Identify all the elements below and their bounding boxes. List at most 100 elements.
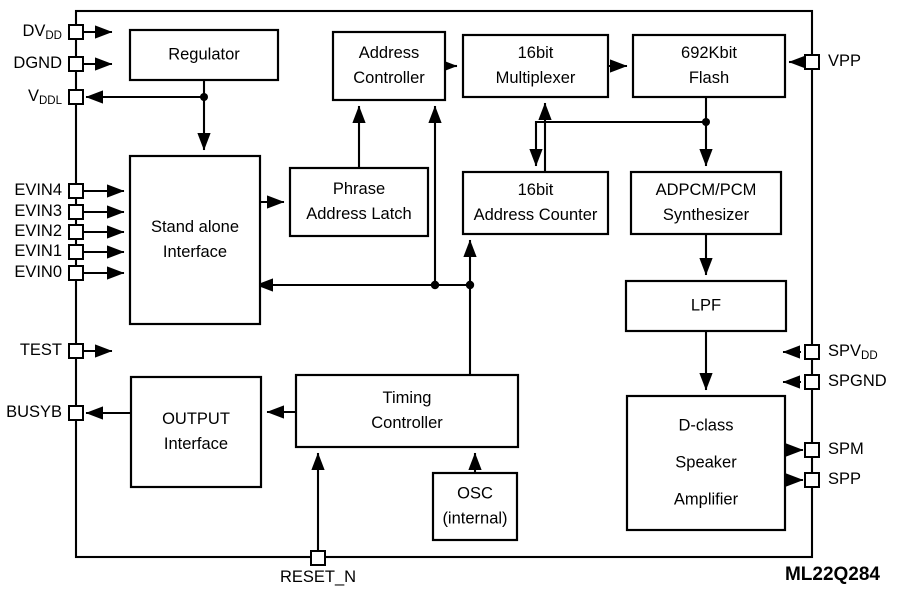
block-label-address-counter: Address Counter	[474, 206, 598, 224]
pin-label-busyb: BUSYB	[6, 403, 62, 421]
block-label-output-interface: Interface	[164, 435, 228, 453]
pin-pad-vddl[interactable]	[68, 89, 84, 105]
block-label-adpcm-synth: ADPCM/PCM	[656, 181, 757, 199]
pin-label-main-evin0: EVIN0	[14, 263, 62, 281]
pin-label-evin4: EVIN4	[14, 181, 62, 199]
block-label-phrase-latch: Phrase	[333, 180, 385, 198]
pin-label-main-spvdd: SPV	[828, 342, 861, 360]
pins-left-layer: DVDD DGND VDDL EVIN4EVIN3EVIN2EVIN1EVIN0TES…	[6, 22, 84, 421]
pin-label-vddl: VDDL	[28, 87, 63, 107]
block-label-stand-alone: Interface	[163, 243, 227, 261]
pin-label-spm: SPM	[828, 440, 864, 458]
pin-label-main-dgnd: DGND	[13, 54, 62, 72]
block-regulator: Regulator	[128, 28, 280, 82]
pin-label-evin2: EVIN2	[14, 222, 62, 240]
block-rect-stand-alone	[128, 154, 262, 326]
pin-label-main-evin2: EVIN2	[14, 222, 62, 240]
pin-label-reset_n: RESET_N	[280, 568, 356, 586]
pin-pad-vpp[interactable]	[804, 54, 820, 70]
pin-label-evin1: EVIN1	[14, 242, 62, 260]
block-lpf: LPF	[624, 279, 788, 333]
block-rect-regulator	[128, 28, 280, 82]
block-label-osc: OSC	[457, 484, 493, 502]
block-label-timing-controller: Timing	[383, 389, 432, 407]
pin-pad-evin3[interactable]	[68, 204, 84, 220]
pin-label-main-spgnd: SPGND	[828, 372, 887, 390]
pin-pad-spp[interactable]	[804, 472, 820, 488]
block-adpcm-synth: ADPCM/PCM Synthesizer	[629, 170, 783, 236]
pin-label-spgnd: SPGND	[828, 372, 887, 390]
block-label-stand-alone: Stand alone	[151, 218, 239, 236]
pin-label-main-evin3: EVIN3	[14, 202, 62, 220]
pin-label-vpp: VPP	[828, 52, 861, 70]
pin-pad-dgnd[interactable]	[68, 56, 84, 72]
wiring	[75, 11, 813, 557]
pin-pad-evin0[interactable]	[68, 265, 84, 281]
blocks-layer: Regulator AddressController16bitMultiplex…	[128, 28, 788, 542]
block-label-speaker-amp: Speaker	[675, 453, 737, 471]
pin-label-main-spm: SPM	[828, 440, 864, 458]
block-rect-lpf	[624, 279, 788, 333]
pin-label-sub-spvdd: DD	[861, 350, 878, 362]
pin-label-dvdd: DVDD	[22, 22, 62, 42]
pin-label-main-vddl: V	[28, 87, 39, 105]
pin-pad-busyb[interactable]	[68, 405, 84, 421]
pin-label-main-busyb: BUSYB	[6, 403, 62, 421]
pin-pad-dvdd[interactable]	[68, 24, 84, 40]
block-rect-osc	[431, 471, 519, 542]
block-label-multiplexer: 16bit	[518, 44, 554, 62]
pin-pad-evin4[interactable]	[68, 183, 84, 199]
pin-label-test: TEST	[20, 341, 62, 359]
pin-label-main-evin4: EVIN4	[14, 181, 62, 199]
block-label-address-counter: 16bit	[518, 181, 554, 199]
pin-label-main-spp: SPP	[828, 470, 861, 488]
wire-flash-to-counter	[529, 120, 706, 167]
block-rect-address-controller	[331, 30, 447, 102]
block-rect-adpcm-synth	[629, 170, 783, 236]
junction-regulator	[200, 93, 208, 101]
pin-label-main-vpp: VPP	[828, 52, 861, 70]
pin-pad-evin2[interactable]	[68, 224, 84, 240]
block-label-flash: 692Kbit	[681, 44, 737, 62]
block-label-adpcm-synth: Synthesizer	[663, 206, 750, 224]
block-label-flash: Flash	[689, 69, 729, 87]
pin-label-sub-dvdd: DD	[45, 30, 62, 42]
block-label-address-controller: Controller	[353, 69, 425, 87]
block-rect-phrase-latch	[288, 166, 430, 238]
pin-label-main-dvdd: DV	[22, 22, 45, 40]
block-rect-output-interface	[129, 375, 263, 489]
block-rect-address-counter	[461, 170, 610, 236]
pin-label-spp: SPP	[828, 470, 861, 488]
block-rect-flash	[631, 33, 787, 99]
pin-label-sub-vddl: DDL	[39, 95, 63, 107]
pin-pad-evin1[interactable]	[68, 244, 84, 260]
pin-label-main-evin1: EVIN1	[14, 242, 62, 260]
junction-bus-addrctrl	[430, 280, 440, 290]
pins-right-layer: VPP SPVDD SPGND SPM SPP	[804, 52, 887, 488]
pin-label-main-test: TEST	[20, 341, 62, 359]
pin-pad-spvdd[interactable]	[804, 344, 820, 360]
pin-pad-spgnd[interactable]	[804, 374, 820, 390]
block-label-speaker-amp: Amplifier	[674, 490, 739, 508]
block-label-phrase-latch: Address Latch	[306, 205, 411, 223]
pin-pad-test[interactable]	[68, 343, 84, 359]
block-osc: OSC (internal)	[431, 471, 519, 542]
block-label-regulator: Regulator	[168, 45, 240, 63]
block-rect-speaker-amp	[625, 394, 787, 532]
pin-pad-spm[interactable]	[804, 442, 820, 458]
block-label-speaker-amp: D-class	[678, 416, 733, 434]
block-label-osc: (internal)	[442, 509, 507, 527]
pin-pad-reset_n[interactable]	[310, 550, 326, 566]
block-rect-multiplexer	[461, 33, 610, 99]
block-label-timing-controller: Controller	[371, 414, 443, 432]
